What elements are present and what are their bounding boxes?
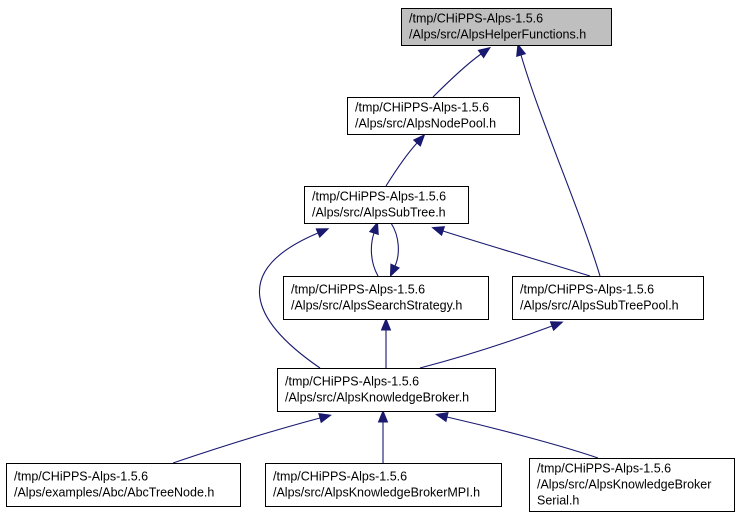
edges-layer (172, 43, 601, 464)
edge-line (446, 416, 599, 459)
edge-line (172, 417, 321, 464)
arrowhead (377, 409, 389, 423)
node-box (304, 186, 469, 224)
node-knowledgebroker[interactable]: /tmp/CHiPPS-Alps-1.5.6/Alps/src/AlpsKnow… (277, 368, 496, 412)
arrowhead (431, 226, 446, 237)
node-helper[interactable]: /tmp/CHiPPS-Alps-1.5.6/Alps/src/AlpsHelp… (401, 8, 612, 46)
node-label-line: /tmp/CHiPPS-Alps-1.5.6 (14, 470, 148, 484)
arrowhead (389, 263, 400, 278)
node-box (277, 368, 496, 412)
edge-knowledgebroker-to-subtreepool (419, 321, 564, 369)
edge-subtree-to-nodepool (385, 133, 426, 187)
edge-knowledgebroker-to-subtree (259, 228, 330, 369)
arrowhead (368, 221, 379, 236)
arrowhead (318, 413, 332, 424)
node-box (265, 463, 502, 507)
node-label-line: /Alps/src/AlpsHelperFunctions.h (409, 28, 586, 42)
edge-line (259, 232, 321, 369)
node-box-highlighted (401, 8, 612, 46)
node-label-line: /Alps/src/AlpsKnowledgeBroker.h (285, 391, 469, 405)
edge-brokermpi-to-knowledgebroker (377, 409, 389, 463)
edge-line (370, 232, 379, 277)
node-nodepool[interactable]: /tmp/CHiPPS-Alps-1.5.6/Alps/src/AlpsNode… (347, 97, 520, 135)
node-label-line: /tmp/CHiPPS-Alps-1.5.6 (312, 190, 446, 204)
edge-subtreepool-to-helper (516, 43, 601, 277)
edge-line (419, 325, 553, 369)
node-label-line: /Alps/src/AlpsSubTree.h (312, 206, 446, 220)
node-brokerserial[interactable]: /tmp/CHiPPS-Alps-1.5.6/Alps/src/AlpsKnow… (529, 458, 735, 512)
node-subtree[interactable]: /tmp/CHiPPS-Alps-1.5.6/Alps/src/AlpsSubT… (304, 186, 469, 224)
edge-brokerserial-to-knowledgebroker (434, 411, 599, 459)
node-label-line: /tmp/CHiPPS-Alps-1.5.6 (273, 470, 407, 484)
node-label-line: /tmp/CHiPPS-Alps-1.5.6 (409, 12, 543, 26)
node-label-line: /Alps/examples/Abc/AbcTreeNode.h (14, 486, 214, 500)
edge-abctreenode-to-knowledgebroker (172, 413, 332, 464)
node-searchstrategy[interactable]: /tmp/CHiPPS-Alps-1.5.6/Alps/src/AlpsSear… (283, 276, 489, 320)
node-abctreenode[interactable]: /tmp/CHiPPS-Alps-1.5.6/Alps/examples/Abc… (6, 463, 241, 507)
nodes-layer: /tmp/CHiPPS-Alps-1.5.6/Alps/src/AlpsHelp… (6, 8, 735, 512)
edge-line (520, 54, 601, 277)
edge-knowledgebroker-to-searchstrategy (380, 317, 392, 368)
node-label-line: /tmp/CHiPPS-Alps-1.5.6 (355, 101, 489, 115)
node-box (512, 276, 704, 320)
edge-subtreepool-to-subtree (431, 226, 591, 277)
edge-line (385, 142, 418, 187)
arrowhead (516, 43, 527, 57)
node-label-line: /Alps/src/AlpsSubTreePool.h (520, 299, 679, 313)
node-label-line: /Alps/src/AlpsSearchStrategy.h (291, 299, 462, 313)
node-label-line: /tmp/CHiPPS-Alps-1.5.6 (285, 375, 419, 389)
node-label-line: /tmp/CHiPPS-Alps-1.5.6 (291, 283, 425, 297)
node-box (347, 97, 520, 135)
edge-subtree-to-searchstrategy (389, 222, 400, 278)
edge-nodepool-to-helper (432, 46, 492, 98)
node-label-line: /Alps/src/AlpsKnowledgeBrokerMPI.h (273, 486, 480, 500)
arrowhead (549, 321, 564, 332)
node-subtreepool[interactable]: /tmp/CHiPPS-Alps-1.5.6/Alps/src/AlpsSubT… (512, 276, 704, 320)
node-brokermpi[interactable]: /tmp/CHiPPS-Alps-1.5.6/Alps/src/AlpsKnow… (265, 463, 502, 507)
node-box (283, 276, 489, 320)
node-label-line: /tmp/CHiPPS-Alps-1.5.6 (537, 462, 671, 476)
arrowhead (412, 133, 426, 147)
arrowhead (380, 317, 392, 331)
edge-line (432, 53, 482, 98)
node-label-line: /Alps/src/AlpsNodePool.h (355, 117, 496, 131)
node-box (529, 458, 735, 512)
arrowhead (477, 46, 492, 59)
node-box (6, 463, 241, 507)
edge-line (442, 230, 591, 277)
node-label-line: /Alps/src/AlpsKnowledgeBroker (537, 478, 711, 492)
arrowhead (434, 411, 449, 423)
edge-searchstrategy-to-subtree (368, 221, 379, 277)
arrowhead (315, 228, 330, 239)
edge-line (390, 222, 399, 267)
node-label-line: /tmp/CHiPPS-Alps-1.5.6 (520, 283, 654, 297)
node-label-line: Serial.h (537, 494, 579, 508)
